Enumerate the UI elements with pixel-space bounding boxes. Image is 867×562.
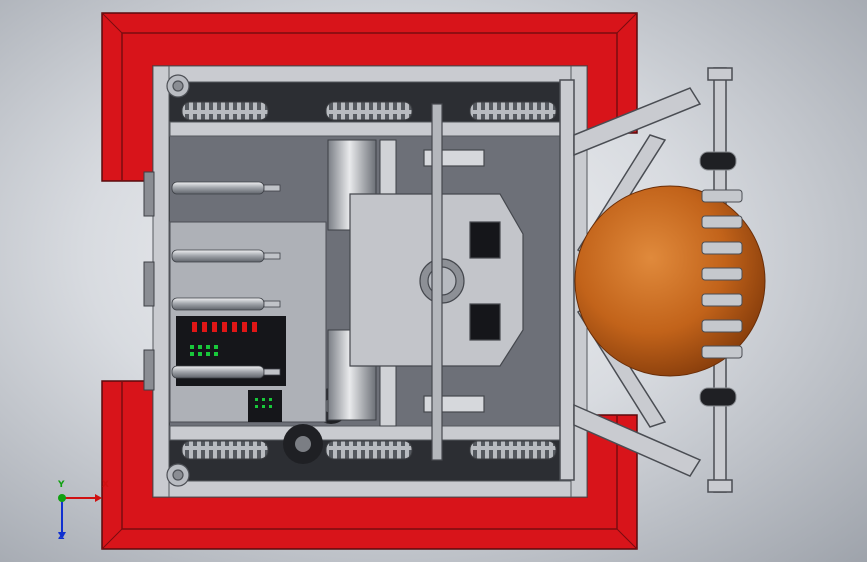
triad-z-label: Z — [58, 532, 65, 542]
center-gearbox — [349, 103, 524, 461]
side-brackets — [143, 171, 155, 391]
pneumatic-cylinders — [171, 181, 281, 379]
corner-hubs — [166, 74, 190, 487]
intake-rollers — [701, 189, 743, 359]
triad-x-label: X — [102, 480, 109, 490]
mecanum-wheels — [699, 151, 737, 407]
coordinate-triad: X Y Z — [46, 480, 110, 546]
chassis-rails — [152, 65, 588, 498]
drive-treads — [181, 101, 557, 460]
triad-axes-icon — [58, 494, 102, 539]
triad-y-label: Y — [58, 480, 65, 490]
